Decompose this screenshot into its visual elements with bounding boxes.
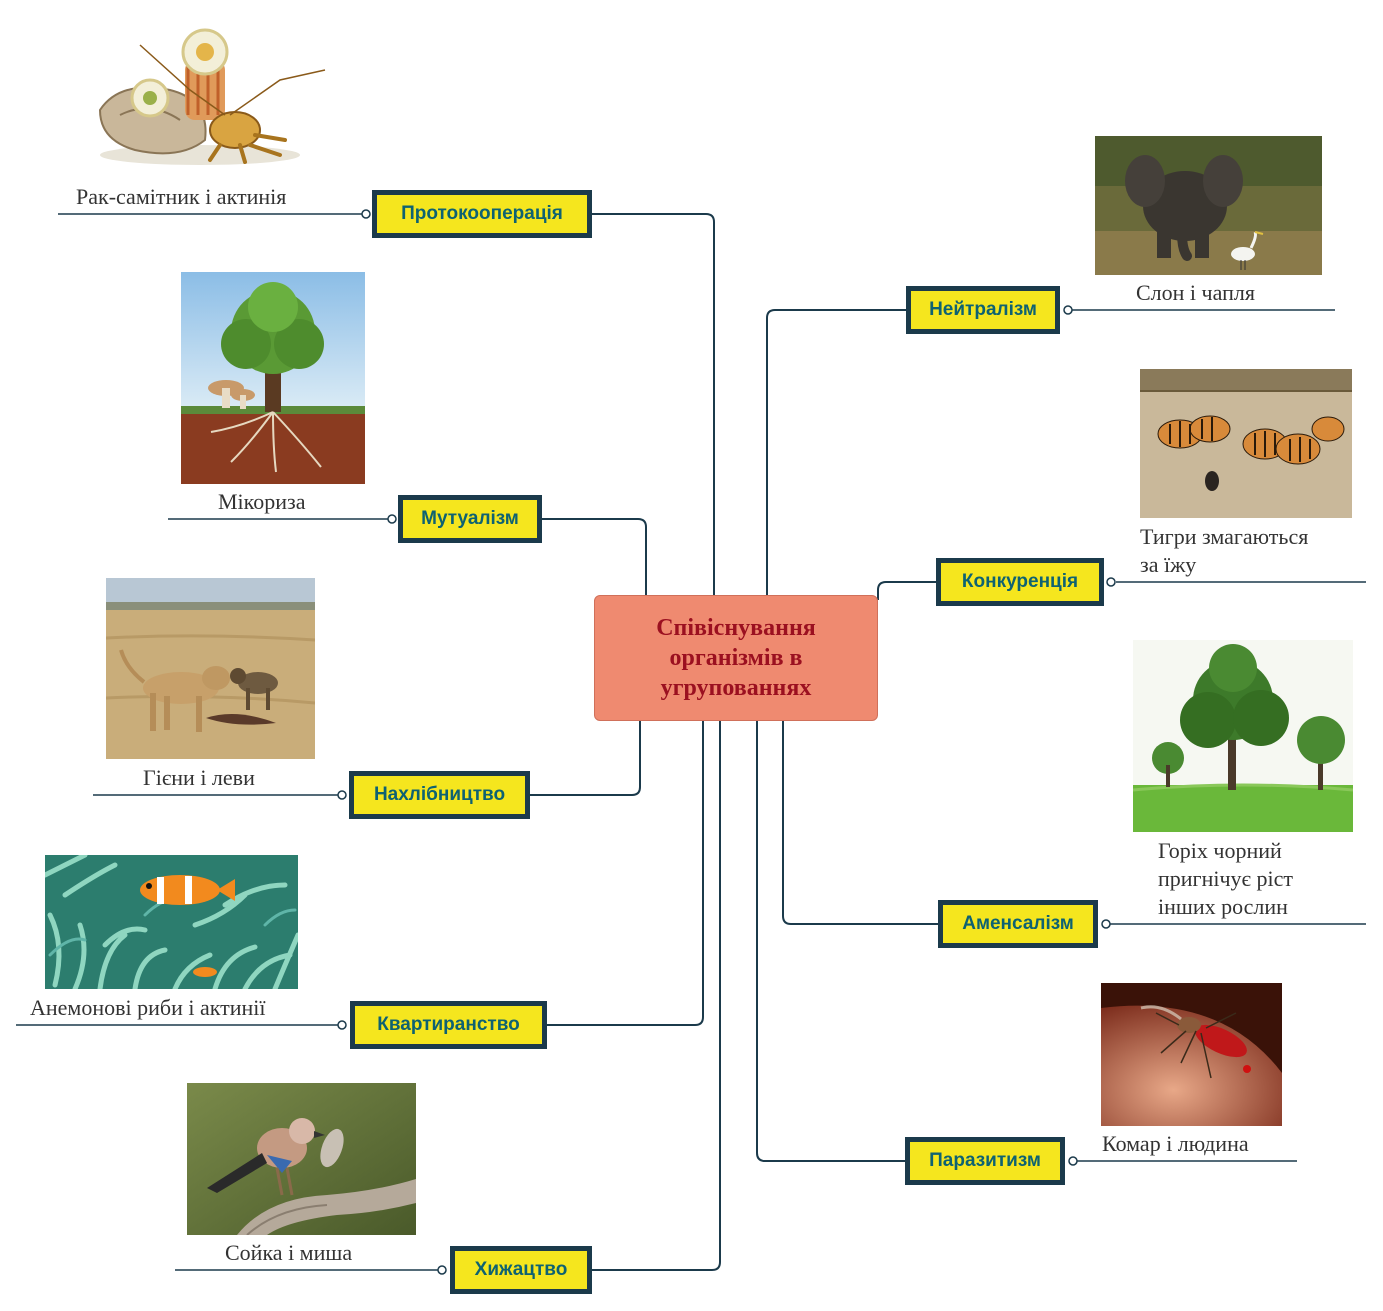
connector-dot bbox=[1068, 1156, 1078, 1166]
connector-dot bbox=[337, 1020, 347, 1030]
example-neutralism: Слон і чапля bbox=[1136, 280, 1255, 305]
mosquito-human-image bbox=[1101, 983, 1282, 1126]
connector-dot bbox=[1101, 919, 1111, 929]
central-topic[interactable]: Співіснування організмів в угрупованнях bbox=[594, 595, 878, 721]
connector-inquilinism bbox=[547, 721, 704, 1026]
connector-neutralism bbox=[766, 309, 906, 595]
example-competition-line1: Тигри змагаються bbox=[1140, 524, 1309, 549]
central-title: Співіснування організмів в угрупованнях bbox=[656, 615, 816, 701]
black-walnut-image bbox=[1133, 640, 1353, 832]
connector-mutualism bbox=[542, 518, 647, 595]
connector-dot bbox=[1063, 305, 1073, 315]
example-competition-line2: за їжу bbox=[1140, 552, 1197, 577]
topic-commensalism[interactable]: Нахлібництво bbox=[349, 771, 530, 819]
hermit-crab-anemone-image bbox=[80, 20, 330, 170]
elephant-heron-image bbox=[1095, 136, 1322, 275]
connector-dot bbox=[337, 790, 347, 800]
topic-amensalism[interactable]: Аменсалізм bbox=[938, 900, 1098, 948]
topic-protocooperation[interactable]: Протокооперація bbox=[372, 190, 592, 238]
example-amensalism-line3: інших рослин bbox=[1158, 894, 1288, 919]
example-protocooperation: Рак-самітник і актинія bbox=[76, 184, 287, 209]
topic-mutualism[interactable]: Мутуалізм bbox=[398, 495, 542, 543]
connector-predation bbox=[592, 721, 721, 1271]
connector-amensalism bbox=[782, 721, 938, 925]
connector-protocooperation bbox=[592, 213, 715, 595]
topic-inquilinism[interactable]: Квартиранство bbox=[350, 1001, 547, 1049]
tigers-image bbox=[1140, 369, 1352, 518]
example-inquilinism: Анемонові риби і актинії bbox=[30, 995, 266, 1020]
connector-commensalism bbox=[530, 721, 641, 796]
jay-mouse-image bbox=[187, 1083, 416, 1235]
example-predation: Сойка і миша bbox=[225, 1240, 353, 1265]
example-parasitism: Комар і людина bbox=[1102, 1131, 1249, 1156]
connector-dot bbox=[437, 1265, 447, 1275]
mycorrhiza-tree-image bbox=[181, 272, 365, 484]
topic-neutralism[interactable]: Нейтралізм bbox=[906, 286, 1060, 334]
example-commensalism: Гієни і леви bbox=[143, 765, 255, 790]
example-mutualism: Мікориза bbox=[218, 489, 306, 514]
hyenas-lion-image bbox=[106, 578, 315, 759]
topic-competition[interactable]: Конкуренція bbox=[936, 558, 1104, 606]
clownfish-anemone-image bbox=[45, 855, 298, 989]
connector-dot bbox=[1106, 577, 1116, 587]
connector-dot bbox=[387, 514, 397, 524]
connector-dot bbox=[361, 209, 371, 219]
connector-competition bbox=[877, 581, 936, 600]
topic-predation[interactable]: Хижацтво bbox=[450, 1246, 592, 1294]
example-amensalism-line1: Горіх чорний bbox=[1158, 838, 1282, 863]
example-amensalism-line2: пригнічує ріст bbox=[1158, 866, 1293, 891]
topic-parasitism[interactable]: Паразитизм bbox=[905, 1137, 1065, 1185]
connector-parasitism bbox=[756, 721, 905, 1162]
